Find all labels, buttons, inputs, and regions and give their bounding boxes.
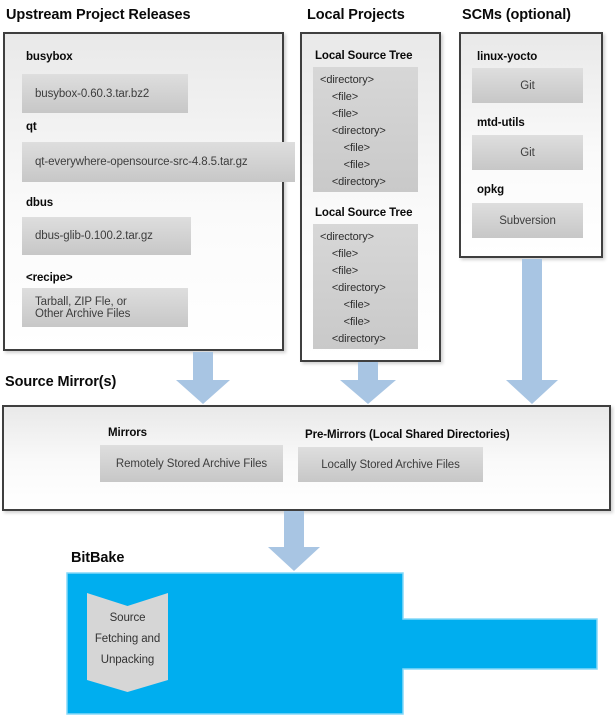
arrow-shaft: [284, 511, 304, 547]
upstream-title: Upstream Project Releases: [6, 7, 191, 23]
mirrors-label: Mirrors: [108, 427, 147, 439]
source-tree-box: <directory> <file> <file> <directory> <f…: [313, 67, 418, 192]
flow-arrow-down-icon: [340, 362, 396, 404]
source-tree-box: <directory> <file> <file> <directory> <f…: [313, 224, 418, 349]
arrow-head: [506, 380, 558, 404]
premirrors-box: Locally Stored Archive Files: [298, 447, 483, 482]
upstream-panel: busybox busybox-0.60.3.tar.bz2 qt qt-eve…: [3, 32, 295, 351]
upstream-item-box: qt-everywhere-opensource-src-4.8.5.tar.g…: [22, 142, 295, 182]
flow-arrow-down-icon: [268, 511, 320, 571]
archive-filename: busybox-0.60.3.tar.bz2: [35, 87, 150, 100]
scms-title: SCMs (optional): [462, 7, 571, 23]
archive-filename: qt-everywhere-opensource-src-4.8.5.tar.g…: [35, 156, 248, 168]
scm-item-label: mtd-utils: [477, 117, 525, 129]
scm-item-box: Git: [472, 68, 583, 103]
source-tree-label: Local Source Tree: [315, 207, 413, 219]
premirrors-value: Locally Stored Archive Files: [321, 458, 460, 471]
mirrors-value: Remotely Stored Archive Files: [115, 457, 268, 470]
source-mirrors-panel: Mirrors Remotely Stored Archive Files Pr…: [2, 405, 611, 511]
arrow-head: [176, 380, 230, 404]
arrow-shaft: [193, 352, 213, 380]
scm-item-box: Git: [472, 135, 583, 170]
scm-item-label: opkg: [477, 184, 505, 196]
scm-type: Git: [520, 79, 535, 92]
mirrors-box: Remotely Stored Archive Files: [100, 445, 283, 482]
premirrors-label: Pre-Mirrors (Local Shared Directories): [305, 429, 510, 441]
upstream-item-box: dbus-glib-0.100.2.tar.gz: [22, 217, 191, 255]
source-tree-label: Local Source Tree: [315, 50, 413, 62]
bitbake-block: [66, 572, 598, 715]
local-projects-panel: Local Source Tree <directory> <file> <fi…: [300, 32, 441, 362]
bitbake-title: BitBake: [71, 550, 125, 566]
scms-panel: linux-yocto Git mtd-utils Git opkg Subve…: [459, 32, 603, 258]
upstream-item-box: busybox-0.60.3.tar.bz2: [22, 74, 188, 113]
local-projects-title: Local Projects: [307, 7, 405, 23]
upstream-item-label: busybox: [26, 51, 73, 63]
flow-arrow-down-icon: [176, 352, 230, 404]
source-fetching-ribbon: Source Fetching and Unpacking: [87, 593, 168, 692]
archive-filename: Tarball, ZIP Fle, or Other Archive Files: [35, 295, 131, 320]
arrow-head: [268, 547, 320, 571]
scm-item-label: linux-yocto: [477, 51, 538, 63]
scm-item-box: Subversion: [472, 203, 583, 238]
arrow-shaft: [522, 259, 542, 380]
flow-arrow-down-icon: [506, 259, 558, 404]
bitbake-shape-path: [66, 572, 598, 715]
arrow-head: [340, 380, 396, 404]
archive-filename: dbus-glib-0.100.2.tar.gz: [35, 230, 153, 242]
arrow-shaft: [358, 362, 378, 380]
upstream-item-label: dbus: [26, 197, 54, 209]
upstream-item-label: <recipe>: [26, 272, 73, 284]
scm-type: Git: [520, 146, 535, 159]
upstream-item-box: Tarball, ZIP Fle, or Other Archive Files: [22, 288, 188, 327]
scm-type: Subversion: [499, 214, 556, 227]
source-mirrors-title: Source Mirror(s): [5, 374, 117, 390]
upstream-item-label: qt: [26, 121, 37, 133]
